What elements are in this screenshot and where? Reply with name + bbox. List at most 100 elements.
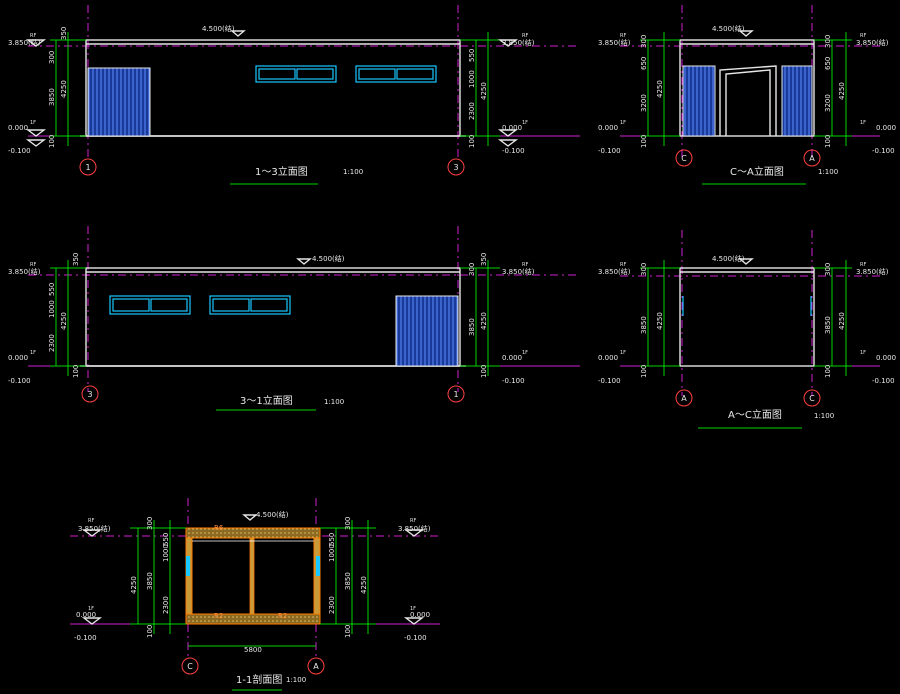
outside-level-label: -0.100 — [598, 147, 621, 155]
section-window — [316, 556, 320, 576]
axis-bubble: A — [803, 149, 821, 167]
dim-text: 2300 — [328, 596, 336, 614]
outside-level-label: -0.100 — [74, 634, 97, 642]
building-outline — [679, 267, 815, 367]
dim-text: 3850 — [468, 318, 476, 336]
dim-text: 650 — [824, 57, 832, 70]
ground-level-label: 0.000 — [876, 124, 896, 132]
outside-level-label: -0.100 — [8, 377, 31, 385]
ground-level-label: 0.000 — [876, 354, 896, 362]
level-marker — [25, 39, 519, 147]
dim-text: 350 — [480, 253, 488, 266]
svg-text:RF: RF — [410, 518, 416, 524]
dim-text: 1000 — [162, 544, 170, 562]
svg-text:1F: 1F — [522, 120, 528, 126]
axis-bubble: 3 — [447, 158, 465, 176]
dim-text: 4250 — [838, 82, 846, 100]
drawing-scale: 1:100 — [818, 168, 838, 176]
dim-text: 3850 — [146, 572, 154, 590]
outside-level-label: -0.100 — [404, 634, 427, 642]
svg-text:C: C — [681, 154, 687, 163]
building-outline — [679, 39, 815, 137]
svg-text:1F: 1F — [620, 120, 626, 126]
dim-text: 350 — [72, 253, 80, 266]
axis-bubble: A — [675, 389, 693, 407]
width-dim-text: 5800 — [244, 646, 262, 654]
svg-text:1: 1 — [453, 390, 458, 399]
roof-level-label: 3.850(结) — [502, 38, 535, 47]
axis-bubble: C — [803, 389, 821, 407]
drawing-scale: 1:100 — [286, 676, 306, 684]
elevation-a-c: 4.500(结) 3.850(结) 0.000 -0.100 3.850(结) … — [598, 230, 896, 429]
svg-text:A: A — [313, 662, 319, 671]
dim-text: 550 — [48, 283, 56, 296]
svg-text:RF: RF — [522, 33, 528, 39]
roof-level-label: 3.850(结) — [8, 38, 41, 47]
dim-text: 2300 — [468, 102, 476, 120]
dim-text: 3850 — [344, 572, 352, 590]
svg-text:C: C — [187, 662, 193, 671]
ground-level-label: 0.000 — [76, 611, 96, 619]
dimension-lines — [640, 32, 852, 185]
dim-text: 4250 — [130, 576, 138, 594]
dim-text: 1000 — [328, 544, 336, 562]
dim-text: 100 — [344, 625, 352, 638]
svg-text:RF: RF — [30, 33, 36, 39]
svg-text:3: 3 — [87, 390, 92, 399]
drawing-title: C～A立面图 — [730, 165, 784, 178]
dim-text: 300 — [640, 263, 648, 276]
dim-text: 300 — [824, 263, 832, 276]
drawing-scale: 1:100 — [343, 168, 363, 176]
dim-text: 4250 — [656, 80, 664, 98]
axis-bubble: 1 — [79, 158, 97, 176]
svg-text:1F: 1F — [410, 606, 416, 612]
top-level-label: 4.500(结) — [712, 24, 745, 33]
ground-level-label: 0.000 — [598, 354, 618, 362]
svg-text:RF: RF — [88, 518, 94, 524]
roof-level-label: 3.850(结) — [502, 267, 535, 276]
roof-level-label: 3.850(结) — [856, 38, 889, 47]
roof-tag: R6 — [214, 524, 224, 532]
window — [109, 295, 191, 315]
svg-text:RF: RF — [30, 262, 36, 268]
top-level-label: 4.500(结) — [712, 254, 745, 263]
dim-text: 300 — [146, 517, 154, 530]
svg-text:A: A — [681, 394, 687, 403]
svg-text:RF: RF — [620, 33, 626, 39]
svg-text:3: 3 — [453, 163, 458, 172]
dim-text: 1000 — [468, 70, 476, 88]
drawing-scale: 1:100 — [814, 412, 834, 420]
dim-text: 3200 — [824, 94, 832, 112]
ground-level-label: 0.000 — [598, 124, 618, 132]
dim-text: 300 — [640, 35, 648, 48]
ground-level-label: 0.000 — [502, 354, 522, 362]
dim-text: 2300 — [162, 596, 170, 614]
dim-text: 550 — [162, 533, 170, 546]
roll-door — [781, 65, 813, 137]
dim-text: 4250 — [480, 82, 488, 100]
svg-text:1: 1 — [85, 163, 90, 172]
dim-text: 100 — [824, 365, 832, 378]
svg-text:RF: RF — [620, 262, 626, 268]
svg-text:1F: 1F — [30, 120, 36, 126]
dim-text: 100 — [640, 365, 648, 378]
svg-text:1F: 1F — [620, 350, 626, 356]
floor-tag: R2 — [214, 612, 223, 620]
dim-text: 100 — [72, 365, 80, 378]
svg-text:RF: RF — [860, 33, 866, 39]
section-window — [186, 556, 190, 576]
top-level-label: 4.500(结) — [202, 24, 235, 33]
outside-level-label: -0.100 — [598, 377, 621, 385]
svg-text:A: A — [809, 154, 815, 163]
dimension-lines — [640, 260, 852, 429]
dim-text: 100 — [480, 365, 488, 378]
top-level-label: 4.500(结) — [312, 254, 345, 263]
svg-text:1F: 1F — [860, 350, 866, 356]
dim-text: 100 — [48, 135, 56, 148]
dim-text: 4250 — [656, 312, 664, 330]
roof-level-label: 3.850(结) — [8, 267, 41, 276]
svg-text:RF: RF — [522, 262, 528, 268]
dim-text: 300 — [48, 51, 56, 64]
window — [355, 65, 437, 83]
dim-text: 100 — [146, 625, 154, 638]
